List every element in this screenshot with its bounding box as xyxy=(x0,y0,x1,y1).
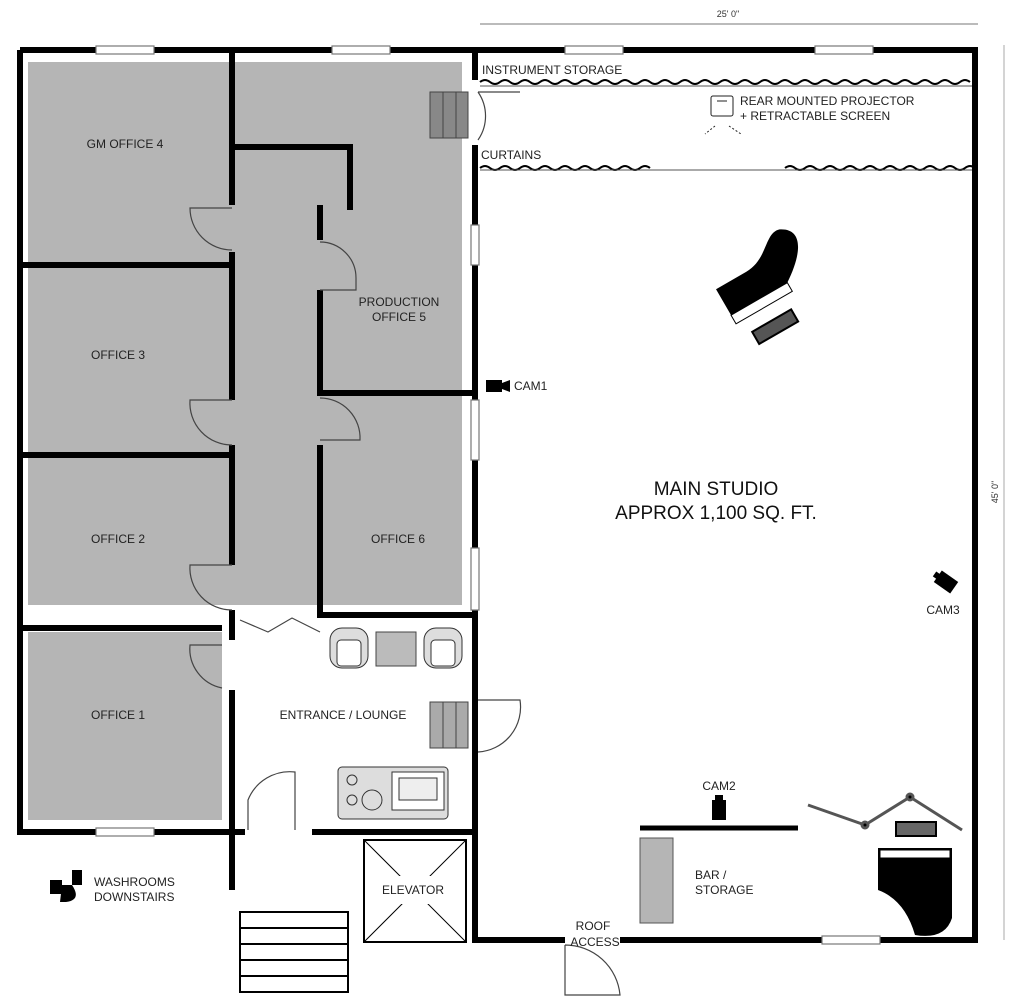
grand-piano-icon xyxy=(716,229,800,346)
curtain-studio xyxy=(479,165,976,171)
cam2-label: CAM2 xyxy=(702,779,736,793)
projector-label-1: REAR MOUNTED PROJECTOR xyxy=(740,94,915,108)
room-label-production-1: PRODUCTION xyxy=(359,295,440,309)
toilet-icon xyxy=(50,870,82,902)
room-label-entrance: ENTRANCE / LOUNGE xyxy=(280,708,407,722)
height-dimension: 45' 0" xyxy=(990,45,1005,940)
shelf-icon xyxy=(429,91,469,139)
window xyxy=(564,45,624,55)
window xyxy=(821,935,881,945)
window xyxy=(470,547,480,611)
room-label-office-6: OFFICE 6 xyxy=(371,532,425,546)
office-area-fill xyxy=(28,62,462,605)
stairs-icon xyxy=(239,911,349,993)
bar-label-1: BAR / xyxy=(695,868,727,882)
window xyxy=(331,45,391,55)
camera-icon xyxy=(932,570,959,594)
camera-icon xyxy=(486,380,510,392)
curtains-label: CURTAINS xyxy=(481,148,541,162)
piano-bench xyxy=(895,821,937,837)
room-label-production-2: OFFICE 5 xyxy=(372,310,426,324)
window xyxy=(814,45,874,55)
window xyxy=(95,45,155,55)
main-studio-area: APPROX 1,100 SQ. FT. xyxy=(615,503,817,524)
cam1-label: CAM1 xyxy=(514,379,548,393)
window xyxy=(470,399,480,461)
speaker-stand-icon xyxy=(807,792,963,832)
room-label-gm-office-4: GM OFFICE 4 xyxy=(87,137,164,151)
armchair-icon xyxy=(423,627,463,669)
room-label-office-2: OFFICE 2 xyxy=(91,532,145,546)
roof-access-label-2: ACCESS xyxy=(570,935,619,949)
doors xyxy=(189,91,621,996)
washrooms-label-2: DOWNSTAIRS xyxy=(94,890,174,904)
room-label-office-3: OFFICE 3 xyxy=(91,348,145,362)
room-label-elevator: ELEVATOR xyxy=(382,883,444,897)
walls xyxy=(17,47,978,943)
svg-text:45' 0": 45' 0" xyxy=(990,481,1000,503)
elevator-icon xyxy=(363,839,467,943)
window xyxy=(95,827,155,837)
shelf-icon xyxy=(429,701,469,749)
instrument-storage-label: INSTRUMENT STORAGE xyxy=(482,63,622,77)
projector-label-2: + RETRACTABLE SCREEN xyxy=(740,109,890,123)
armchair-icon xyxy=(329,627,369,669)
bar-label-2: STORAGE xyxy=(695,883,753,897)
projector-icon xyxy=(704,95,742,135)
bar-storage xyxy=(639,837,674,924)
svg-text:25' 0": 25' 0" xyxy=(717,9,739,19)
office-1-fill xyxy=(28,632,222,820)
roof-access-label-1: ROOF xyxy=(576,919,611,933)
window xyxy=(470,224,480,266)
coffee-table xyxy=(375,631,417,667)
kitchenette-icon xyxy=(337,766,449,820)
room-label-office-1: OFFICE 1 xyxy=(91,708,145,722)
main-studio-label: MAIN STUDIO xyxy=(654,479,779,500)
grand-piano-icon xyxy=(878,848,952,936)
camera-icon xyxy=(712,795,726,820)
cam3-label: CAM3 xyxy=(926,603,960,617)
width-dimension: 25' 0" xyxy=(480,9,978,25)
washrooms-label-1: WASHROOMS xyxy=(94,875,175,889)
curtain-top xyxy=(479,79,971,85)
